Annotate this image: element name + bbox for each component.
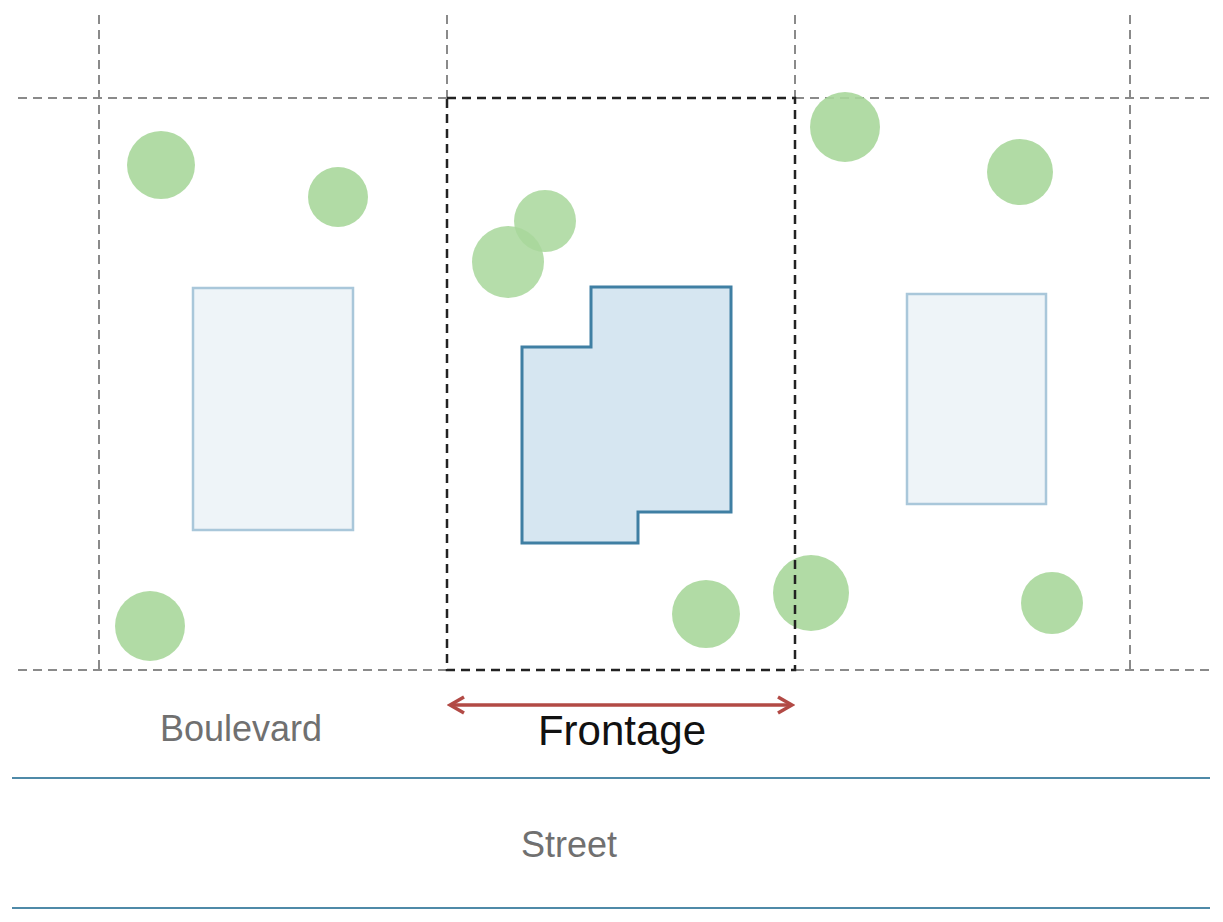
subject-lot <box>447 98 795 670</box>
tree <box>672 580 740 648</box>
tree <box>308 167 368 227</box>
lot-line <box>98 15 100 670</box>
lot-line <box>18 669 447 671</box>
lot-line <box>1129 15 1131 670</box>
dimension-arrow <box>450 703 792 707</box>
tree <box>1021 572 1083 634</box>
lot-lines <box>18 15 1212 670</box>
lot-line <box>18 97 447 99</box>
tree <box>987 139 1053 205</box>
subject-house <box>522 287 731 543</box>
tree <box>115 591 185 661</box>
street-edge <box>12 777 1210 779</box>
tree <box>810 92 880 162</box>
lot-line <box>446 15 448 98</box>
tree <box>773 555 849 631</box>
trees <box>115 92 1083 661</box>
house <box>193 288 353 530</box>
road-label: Boulevard <box>156 709 326 749</box>
house <box>907 294 1046 504</box>
lot-line <box>794 15 796 98</box>
lot-line <box>795 669 1212 671</box>
road-label: Street <box>517 825 621 865</box>
street-edge <box>12 907 1210 909</box>
tree <box>127 131 195 199</box>
dimension-label: Frontage <box>534 708 710 754</box>
tree <box>472 226 544 298</box>
